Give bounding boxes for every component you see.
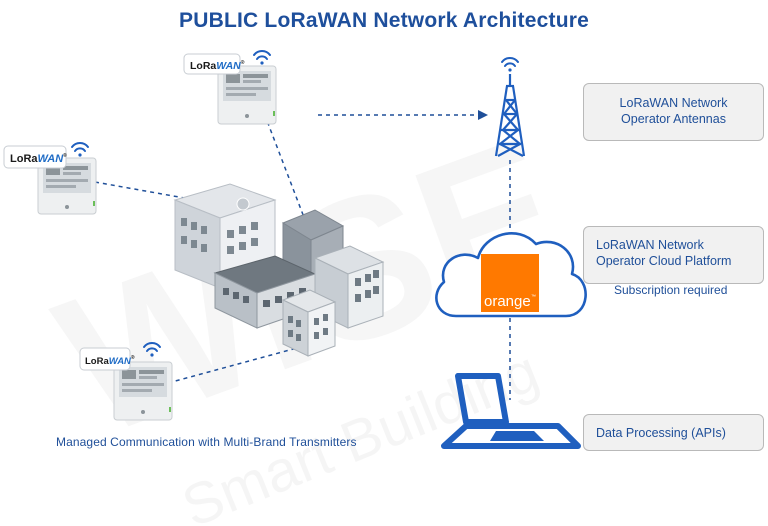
svg-text:™: ™ [531,294,536,300]
wifi-icon [501,57,519,72]
link-device-bottom-building [167,347,298,384]
antennas-label-line1: LoRaWAN Network [619,96,728,110]
cloud-icon: orange ™ [435,232,587,318]
sensor-device-icon [217,65,277,125]
cloud-label-box: LoRaWAN Network Operator Cloud Platform [583,226,764,284]
data-processing-box: Data Processing (APIs) [583,414,764,451]
lorawan-badge: LoRaWAN® [183,53,245,75]
subscription-note: Subscription required [614,283,728,297]
lorawan-badge: LoRaWAN® [79,347,135,371]
antennas-label-box: LoRaWAN Network Operator Antennas [583,83,764,141]
laptop-icon [441,373,581,449]
wifi-icon [71,142,89,157]
device-top: LoRaWAN® [182,46,282,128]
lorawan-badge: LoRaWAN® [3,145,67,169]
svg-text:LoRaWAN®: LoRaWAN® [10,152,67,165]
arrowhead [478,110,488,120]
svg-text:LoRaWAN®: LoRaWAN® [85,354,135,367]
svg-text:LoRaWAN®: LoRaWAN® [190,59,245,72]
antennas-label-line2: Operator Antennas [621,112,726,126]
antenna-tower-icon [494,57,526,157]
orange-logo: orange ™ [481,254,539,312]
managed-communication-caption: Managed Communication with Multi-Brand T… [56,435,357,449]
cloud-label-line1: LoRaWAN Network [596,238,704,252]
page-title: PUBLIC LoRaWAN Network Architecture [179,9,589,32]
svg-text:orange: orange [484,293,531,310]
wifi-icon [253,50,271,65]
wifi-icon [143,342,161,357]
device-left: LoRaWAN® [2,138,102,220]
device-bottom: LoRaWAN® [78,340,178,426]
data-processing-label: Data Processing (APIs) [596,426,726,440]
sensor-device-icon [113,361,173,421]
cloud-label-line2: Operator Cloud Platform [596,254,732,268]
building-icon [173,183,385,357]
